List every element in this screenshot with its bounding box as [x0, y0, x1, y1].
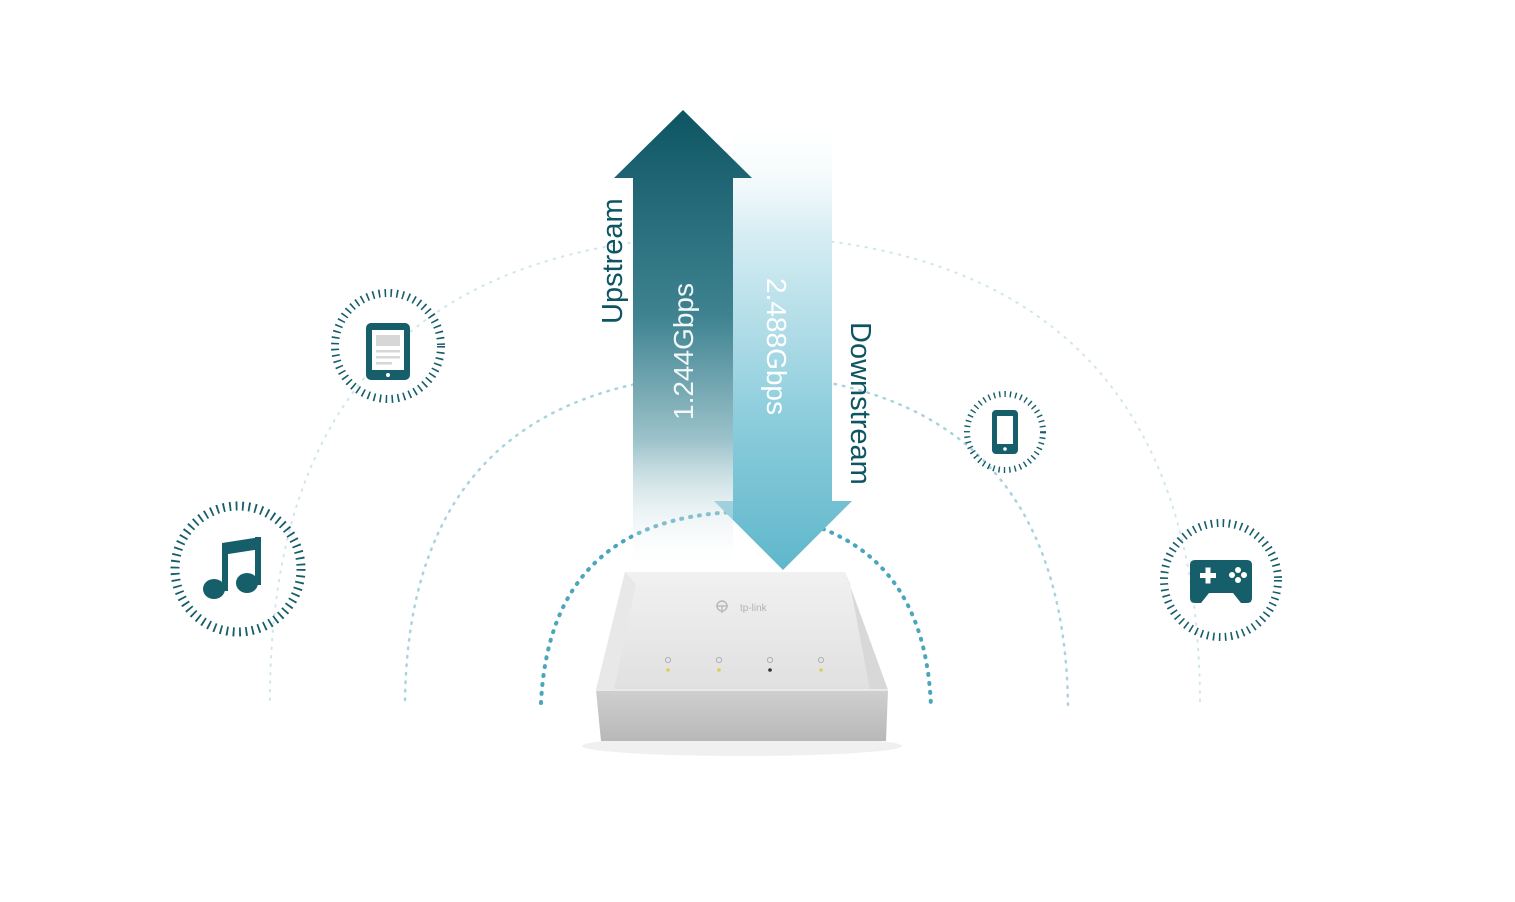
indicator-power [664, 656, 672, 672]
brand-label: tp-link [740, 603, 768, 614]
client-icons [170, 289, 1282, 641]
device-right-edge [845, 572, 888, 690]
device-left-edge [596, 572, 636, 690]
upstream-speed: 1.244Gbps [668, 283, 699, 420]
music-note-icon [203, 537, 261, 599]
signal-arc-outer [269, 233, 1201, 706]
gamepad-icon [1190, 560, 1252, 603]
music-node-ring [170, 501, 306, 637]
downstream-label: Downstream [844, 322, 876, 485]
tp-link-logo-icon [716, 600, 728, 613]
indicator-los [766, 656, 774, 672]
indicator-lan [817, 656, 825, 672]
smartphone-node [964, 391, 1046, 473]
gamepad-node [1160, 519, 1282, 641]
device-top [596, 572, 888, 690]
smartphone-icon [992, 410, 1018, 454]
gamepad-node-ring [1160, 519, 1282, 641]
upstream-label: Upstream [597, 198, 629, 324]
music-node [170, 501, 306, 637]
smartphone-node-ring [964, 391, 1046, 473]
tablet-icon [366, 323, 410, 380]
downstream-speed: 2.488Gbps [761, 278, 792, 415]
downstream-arrow [714, 115, 852, 570]
device-front [596, 690, 888, 741]
tablet-node [331, 289, 445, 403]
upstream-arrow [614, 110, 752, 570]
tablet-node-ring [331, 289, 445, 403]
ont-device: tp-link [582, 572, 902, 756]
indicator-pon [715, 656, 723, 672]
